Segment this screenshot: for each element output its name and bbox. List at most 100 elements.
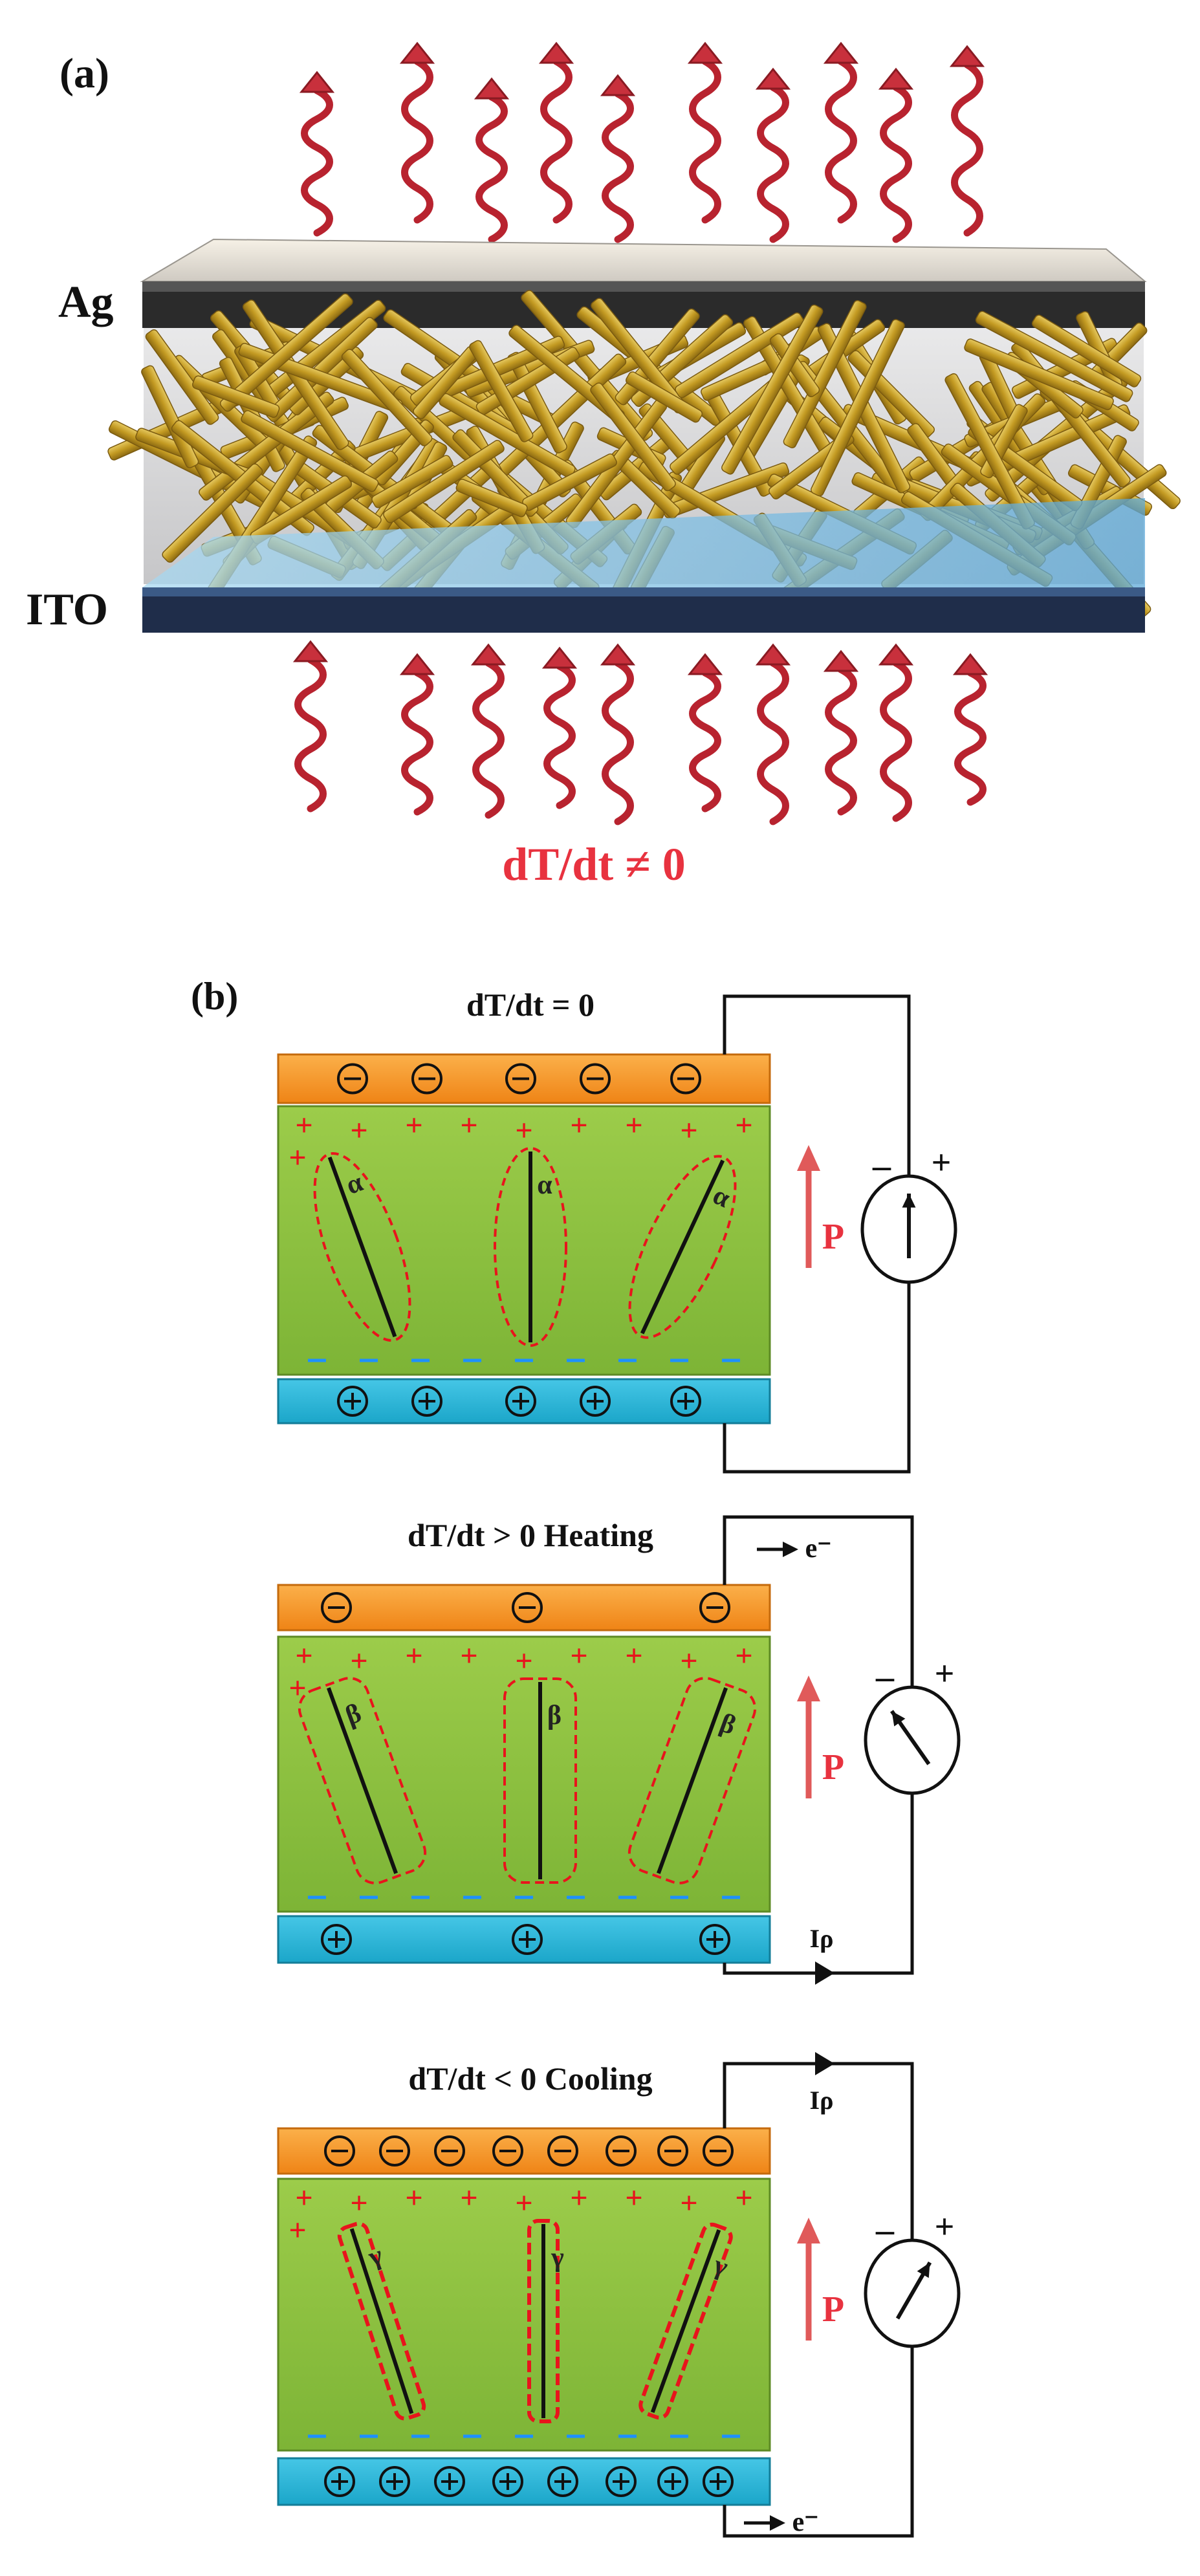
bound-plus-charge: + <box>295 1639 312 1673</box>
nanofiber-rod <box>469 340 534 442</box>
heat-waves-top <box>299 41 985 243</box>
plus-charge-icon <box>434 2466 465 2497</box>
polarization-label: P <box>822 1217 844 1257</box>
bound-plus-charge: + <box>570 1108 587 1142</box>
meter-minus-terminal: – <box>875 1657 895 1697</box>
dipole-axis <box>650 2229 721 2413</box>
ito-plate-top-face <box>142 498 1145 587</box>
dipole-envelope <box>298 1677 427 1884</box>
minus-charge-icon <box>379 2135 410 2167</box>
heat-wave-arrow <box>878 67 914 243</box>
nanofiber-rod <box>162 463 263 563</box>
bound-plus-charge: + <box>515 1644 532 1678</box>
bound-plus-charge: + <box>625 1108 642 1142</box>
plus-charge-icon <box>411 1386 442 1417</box>
minus-charge-icon <box>512 1592 543 1623</box>
nanofiber-rod <box>241 410 379 492</box>
heat-wave-arrow <box>823 649 859 816</box>
nanofiber-rod <box>191 375 280 418</box>
bound-plus-charge: + <box>295 1108 312 1142</box>
nanofiber-rod <box>964 338 1114 411</box>
nanofiber-rod <box>455 479 528 518</box>
heat-waves-bottom <box>292 640 988 825</box>
bound-plus-charge: + <box>735 2181 752 2215</box>
bound-plus-charge: + <box>405 1639 422 1673</box>
plus-charge-icon <box>505 1386 536 1417</box>
minus-charge-icon <box>321 1592 352 1623</box>
minus-charge-icon <box>670 1063 701 1095</box>
nanofiber-rod <box>590 382 676 492</box>
dipole-envelope <box>337 2221 426 2421</box>
bound-plus-charge: + <box>405 2181 422 2215</box>
bound-plus-charge: + <box>680 1113 697 1148</box>
state-title: dT/dt > 0 Heating <box>408 1517 653 1553</box>
nanofiber-rod <box>341 349 433 446</box>
bound-plus-charge: + <box>350 1644 367 1678</box>
dipole-angle-label: γ <box>551 2243 564 2273</box>
minus-charge-icon <box>411 1063 442 1095</box>
nanofiber-rod <box>141 365 199 468</box>
circuit-wire <box>723 994 911 1176</box>
heat-wave-arrow <box>755 67 791 243</box>
electron-label: e⁻ <box>805 1534 832 1564</box>
state-title: dT/dt = 0 <box>466 987 595 1023</box>
heat-wave-arrow <box>687 41 723 224</box>
current-direction-arrow <box>815 2052 835 2075</box>
plus-charge-icon <box>547 2466 578 2497</box>
dipole-envelope <box>313 1152 411 1342</box>
panel-a: (a) Ag ITO dT/dt ≠ 0 <box>26 41 1181 890</box>
positive-electrode <box>277 2457 771 2506</box>
heat-wave-arrow <box>878 643 914 822</box>
plus-charge-icon <box>580 1386 611 1417</box>
ag-label: Ag <box>58 278 114 327</box>
bound-plus-charge: + <box>460 2181 477 2215</box>
bound-plus-charge: + <box>515 1113 532 1148</box>
minus-charge-icon <box>547 2135 578 2167</box>
minus-charge-icon <box>434 2135 465 2167</box>
dipole-envelope <box>627 1677 757 1884</box>
dipole: γ <box>527 2219 564 2423</box>
bound-plus-charge: + <box>625 2181 642 2215</box>
minus-charge-icon <box>699 1592 730 1623</box>
nanofiber-rod <box>811 319 905 497</box>
meter-minus-terminal: – <box>875 2210 895 2250</box>
bound-plus-charge: + <box>350 1113 367 1148</box>
minus-charge-icon <box>492 2135 523 2167</box>
heat-wave-arrow <box>399 653 435 816</box>
heat-wave-arrow <box>292 640 329 813</box>
plus-charge-icon <box>670 1386 701 1417</box>
bound-plus-charge: + <box>460 1108 477 1142</box>
plus-charge-icon <box>512 1924 543 1955</box>
bound-plus-charge: + <box>289 1671 306 1705</box>
bound-plus-charge: + <box>735 1639 752 1673</box>
plus-charge-icon <box>605 2466 637 2497</box>
dipole-envelope <box>638 2222 733 2420</box>
plus-charge-icon <box>379 2466 410 2497</box>
meter-plus-terminal: + <box>935 2207 955 2246</box>
heat-wave-arrow <box>541 646 578 809</box>
heat-wave-arrow <box>755 643 791 825</box>
dipole-axis <box>640 1159 725 1335</box>
bound-plus-charge: + <box>289 2213 306 2247</box>
plus-charge-icon <box>699 1924 730 1955</box>
minus-charge-icon <box>605 2135 637 2167</box>
meter-minus-terminal: – <box>872 1146 891 1186</box>
heat-wave-arrow <box>538 41 574 224</box>
bound-plus-charge: + <box>735 1108 752 1142</box>
nanofiber-rod <box>1031 314 1142 387</box>
bound-plus-charge: + <box>515 2186 532 2220</box>
heat-wave-arrow <box>299 71 335 237</box>
heat-wave-arrow <box>470 643 507 819</box>
heat-wave-arrow <box>474 77 510 243</box>
negative-electrode <box>277 2127 771 2175</box>
heat-wave-arrow <box>600 643 636 825</box>
circuit-wire <box>723 1515 914 1687</box>
bound-plus-charge: + <box>570 1639 587 1673</box>
plus-charge-icon <box>337 1386 368 1417</box>
dipole-axis <box>327 1687 398 1874</box>
nanofiber-rod <box>609 450 681 519</box>
